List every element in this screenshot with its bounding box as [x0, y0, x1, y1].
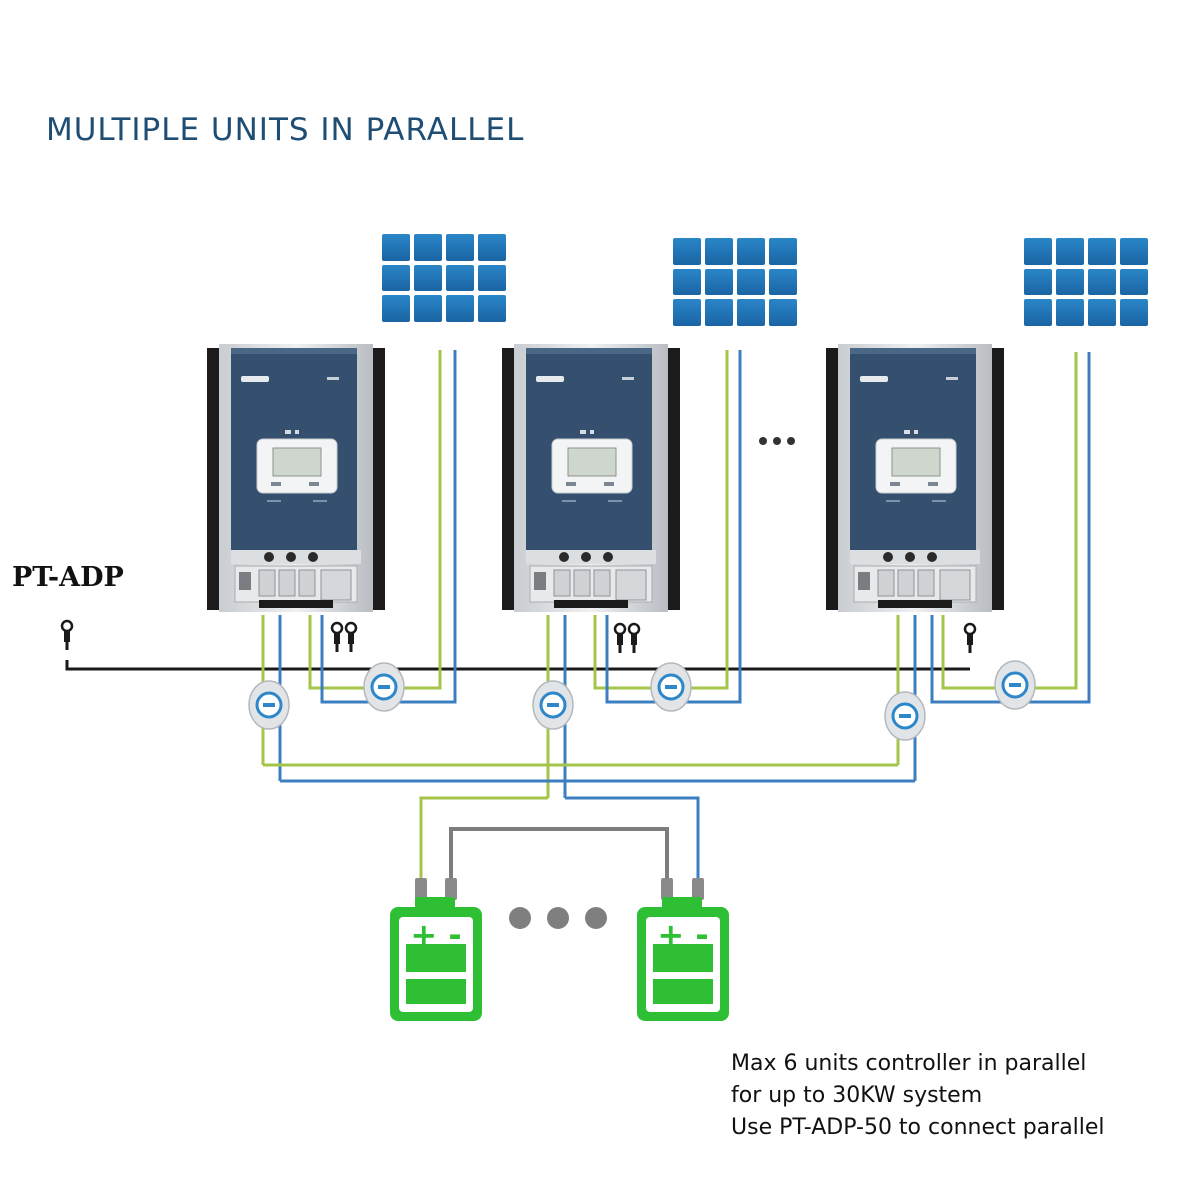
solar-panel-icon	[380, 232, 508, 324]
mc4-connectors	[60, 619, 977, 655]
mc4-connector-icon	[344, 621, 358, 654]
battery-link-cable	[449, 827, 669, 880]
connector-icon	[531, 679, 575, 731]
parallel-cable	[65, 660, 970, 671]
connector-icon	[883, 690, 927, 742]
battery-terminal-label: + -	[657, 916, 708, 954]
battery-terminal-label: + -	[410, 916, 461, 954]
mc4-connector-icon	[627, 622, 641, 655]
more-controllers-dots	[759, 437, 795, 445]
page-title: MULTIPLE UNITS IN PARALLEL	[46, 112, 525, 148]
mc4-connector-icon	[963, 622, 977, 655]
notes-block: Max 6 units controller in parallel for u…	[731, 1048, 1105, 1144]
solar-panel-icon	[1022, 236, 1150, 328]
charge-controller-icon	[501, 343, 681, 613]
mc4-connector-icon	[613, 622, 627, 655]
adapter-label: PT-ADP	[12, 562, 124, 593]
connector-icon	[247, 679, 291, 731]
battery-terminal-plugs	[415, 878, 704, 900]
connector-icon	[649, 661, 693, 713]
mc4-connector-icon	[60, 619, 74, 652]
charge-controller-icon	[206, 343, 386, 613]
more-batteries-dots	[509, 907, 607, 929]
mc4-connector-icon	[330, 621, 344, 654]
connector-icon	[362, 661, 406, 713]
note-line: for up to 30KW system	[731, 1083, 983, 1108]
note-line: Use PT-ADP-50 to connect parallel	[731, 1115, 1105, 1140]
note-line: Max 6 units controller in parallel	[731, 1051, 1087, 1076]
battery-bus-wires	[261, 615, 917, 880]
charge-controller-icon	[825, 343, 1005, 613]
solar-panel-icon	[671, 236, 799, 328]
connector-icon	[993, 659, 1037, 711]
